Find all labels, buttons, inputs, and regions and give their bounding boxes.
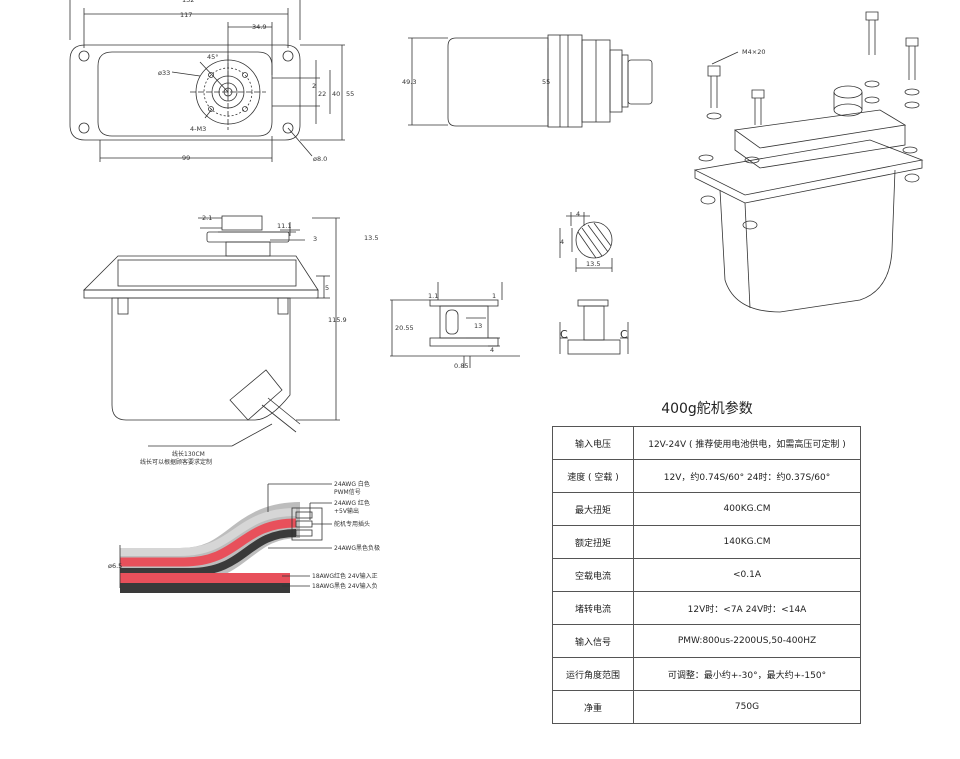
- dim-115-9: 115.9: [328, 316, 347, 324]
- spec-title: 400g舵机参数: [661, 401, 753, 417]
- spec-value: 12V-24V ( 推荐使用电池供电，如需高压可定制 ): [633, 426, 861, 460]
- wire-label-4: +5V输出: [334, 507, 359, 515]
- spec-key: 堵转电流: [552, 591, 634, 625]
- spec-key: 空载电流: [552, 558, 634, 592]
- spec-value: 140KG.CM: [633, 525, 861, 559]
- wire-diameter: ø6.5: [108, 562, 122, 570]
- wire-red-signal: [120, 518, 297, 567]
- dim-13: 13: [474, 322, 482, 330]
- front-view: [83, 215, 340, 447]
- dim-40: 40: [332, 90, 340, 98]
- screw-label: M4×20: [742, 48, 765, 56]
- dim-2-1: 2.1: [202, 214, 212, 222]
- wire-label-1: 24AWG 白色: [334, 480, 370, 488]
- spec-key: 额定扭矩: [552, 525, 634, 559]
- spec-key: 输入信号: [552, 624, 634, 658]
- section-mark-right: C: [620, 328, 628, 341]
- dimension-labels: 132 117 34.9 45° ø33 2 22 40 55 4-M3 99 …: [108, 0, 765, 590]
- dim-117: 117: [180, 11, 192, 19]
- spec-value: 750G: [633, 690, 861, 724]
- dim-4-horn: 4: [490, 346, 494, 354]
- dim-2: 2: [312, 82, 316, 90]
- spec-key: 净重: [552, 690, 634, 724]
- top-view: [69, 0, 345, 162]
- section-mark-left: C: [560, 328, 568, 341]
- dim-shaft-13-5: 13.5: [586, 260, 600, 268]
- dim-3: 3: [313, 235, 317, 243]
- dim-55-side: 55: [542, 78, 550, 86]
- dim-34-9: 34.9: [252, 23, 266, 31]
- wire-label-5: 舵机专用插头: [334, 520, 370, 528]
- exploded-view: [693, 11, 924, 313]
- wire-label-6: 24AWG黑色负极: [334, 544, 380, 552]
- dim-22: 22: [318, 90, 326, 98]
- wire-label-2: PWM信号: [334, 488, 361, 496]
- dim-99: 99: [182, 154, 190, 162]
- spec-value: 可调整：最小约+-30°，最大约+-150°: [633, 657, 861, 691]
- spec-row: 速度 ( 空载 )12V，约0.74S/60° 24时：约0.37S/60°: [552, 459, 861, 493]
- horn-detail: [390, 282, 520, 368]
- wire-white: [120, 508, 297, 556]
- dim-5: 5: [325, 284, 329, 292]
- spec-value: 400KG.CM: [633, 492, 861, 526]
- spec-value: <0.1A: [633, 558, 861, 592]
- section-detail: [559, 299, 629, 355]
- wire-label-8: 18AWG黑色 24V输入负: [312, 582, 378, 590]
- dim-49-3: 49.3: [402, 78, 416, 86]
- side-view: [408, 34, 653, 128]
- dim-d33: ø33: [158, 69, 170, 77]
- wire-black-signal: [120, 529, 297, 576]
- dim-55: 55: [346, 90, 354, 98]
- dim-132: 132: [182, 0, 194, 4]
- spec-value: PMW:800us-2200US,50-400HZ: [633, 624, 861, 658]
- wire-label-7: 18AWG红色 24V输入正: [312, 572, 378, 580]
- dim-shaft-4b: 4: [560, 238, 564, 246]
- dim-20-55: 20.55: [395, 324, 414, 332]
- spec-row: 运行角度范围可调整：最小约+-30°，最大约+-150°: [552, 657, 861, 691]
- spec-key: 速度 ( 空载 ): [552, 459, 634, 493]
- dim-0-85: 0.85: [454, 362, 468, 370]
- dim-11-1: 11.1: [277, 222, 291, 230]
- wire-label-3: 24AWG 红色: [334, 499, 370, 507]
- dim-13-5: 13.5: [364, 234, 378, 242]
- spec-value: 12V，约0.74S/60° 24时：约0.37S/60°: [633, 459, 861, 493]
- dim-shaft-4a: 4: [576, 210, 580, 218]
- cable-length-note: 线长130CM: [172, 450, 205, 458]
- spec-value: 12V时：<7A 24V时：<14A: [633, 591, 861, 625]
- dim-4-m3: 4-M3: [190, 125, 206, 133]
- shaft-detail: [559, 212, 613, 272]
- spec-key: 最大扭矩: [552, 492, 634, 526]
- spec-row: 空载电流<0.1A: [552, 558, 861, 592]
- spec-key: 运行角度范围: [552, 657, 634, 691]
- dim-d8: ø8.0: [313, 155, 327, 163]
- dim-1-1: 1.1: [428, 292, 438, 300]
- dim-1: 1: [492, 292, 496, 300]
- spec-key: 输入电压: [552, 426, 634, 460]
- wiring-diagram: [119, 483, 332, 593]
- dim-angle: 45°: [207, 53, 219, 61]
- cable-custom-note: 线长可以根据顾客要求定制: [140, 458, 212, 466]
